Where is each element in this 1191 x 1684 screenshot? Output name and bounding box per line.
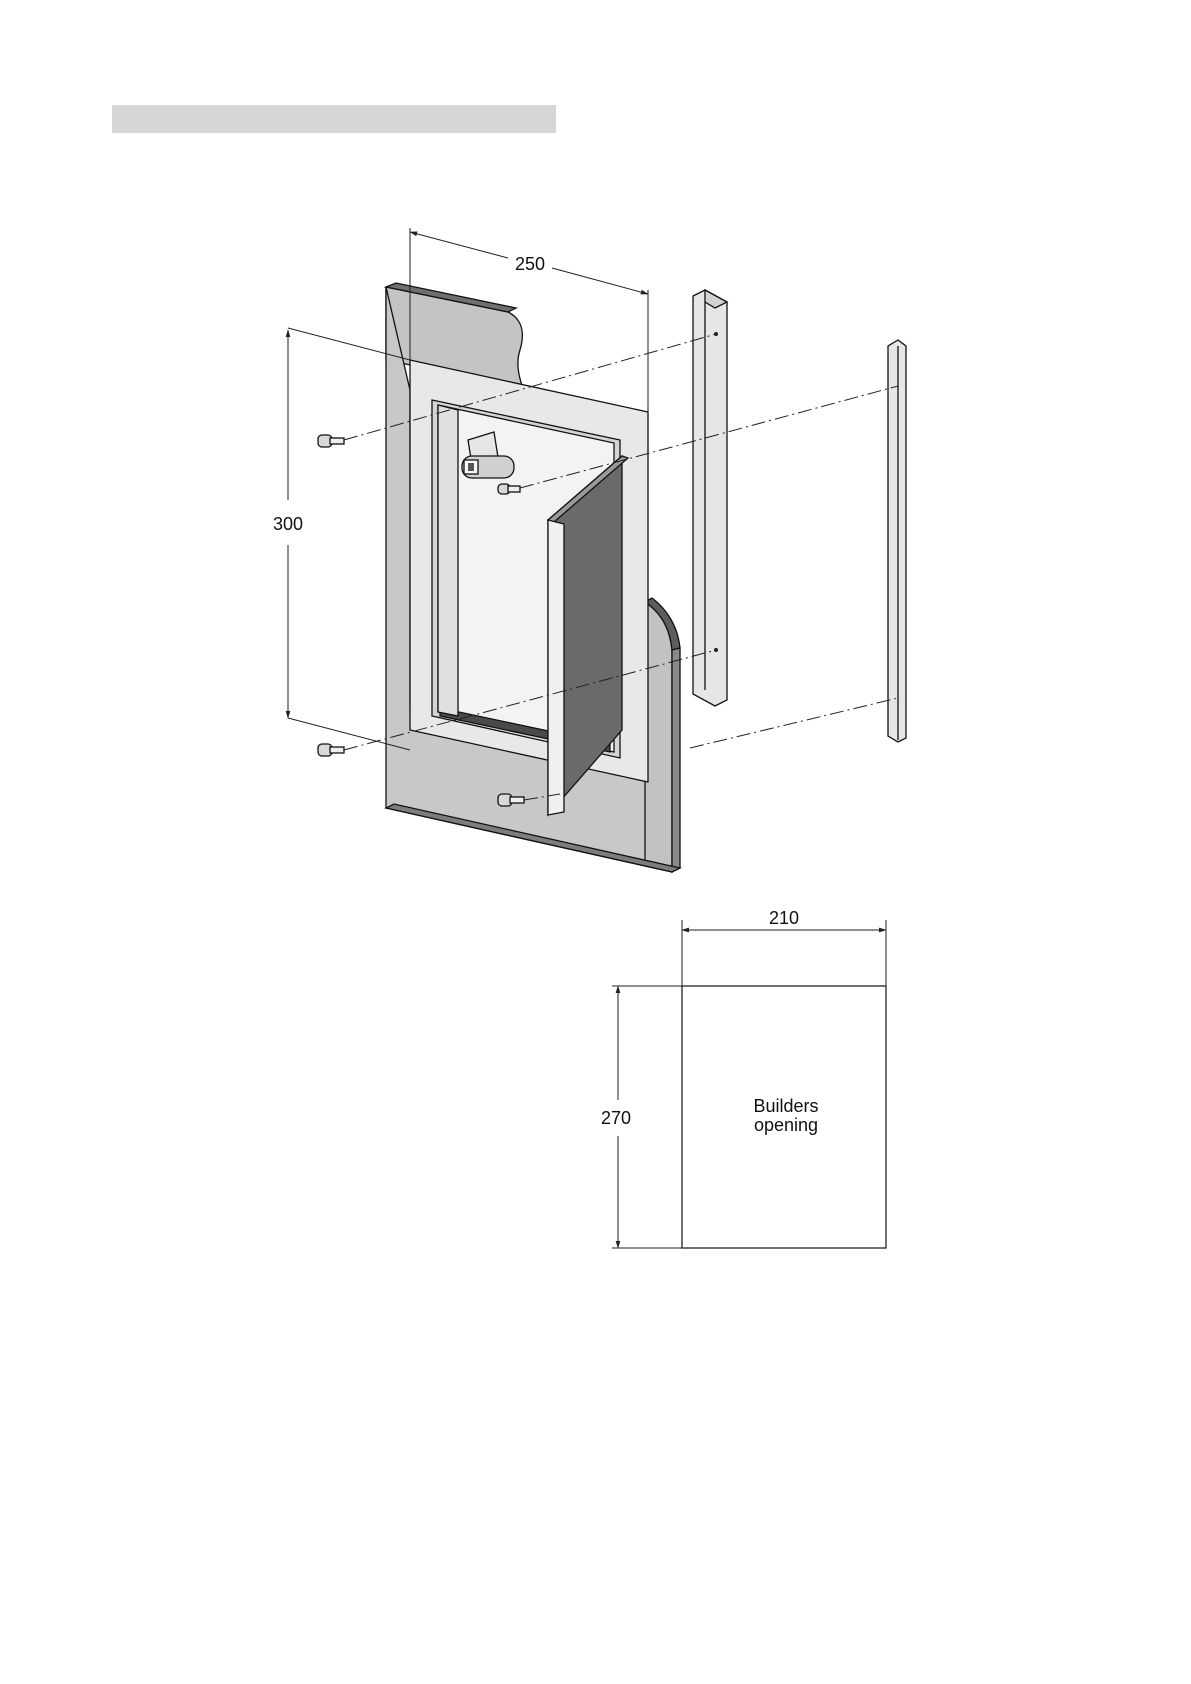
dimension-210-label: 210 <box>769 908 799 928</box>
builders-opening-label-line1: Builders <box>753 1096 818 1116</box>
screw-bottom-left <box>318 744 344 756</box>
screw-latch <box>498 484 520 494</box>
trim-strip-right <box>888 340 906 742</box>
builders-opening-view: 210 270 Builders opening <box>601 908 886 1248</box>
screw-top-left <box>318 435 344 447</box>
dimension-210: 210 <box>682 908 886 986</box>
dimension-300-label: 300 <box>273 514 303 534</box>
dimension-270: 270 <box>601 986 682 1248</box>
dimension-250-label: 250 <box>515 254 545 274</box>
assembly-view: 250 300 <box>273 228 906 872</box>
dimension-270-label: 270 <box>601 1108 631 1128</box>
builders-opening-label-line2: opening <box>754 1115 818 1135</box>
trim-strip-left <box>693 290 727 706</box>
